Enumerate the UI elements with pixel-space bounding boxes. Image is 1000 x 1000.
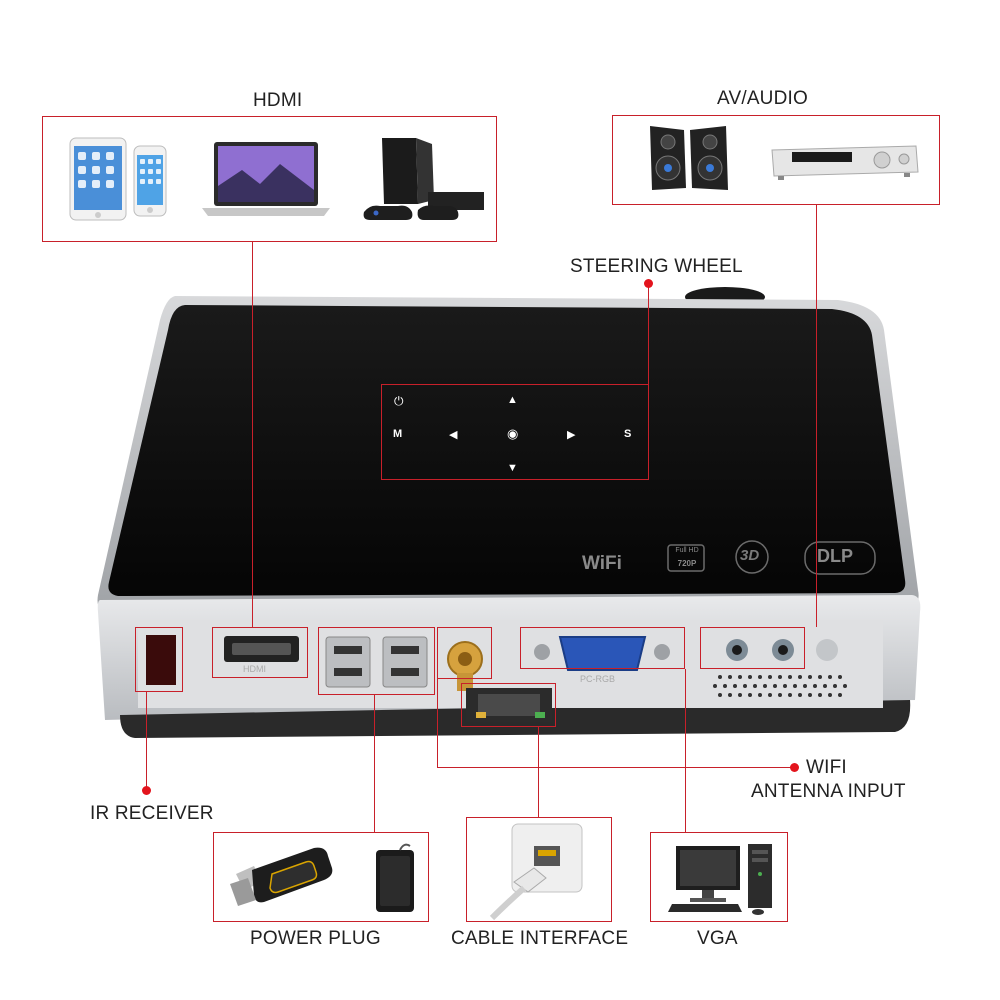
antenna-port-box (437, 627, 492, 679)
tablet-icon (69, 137, 127, 221)
hdmi-connector-line (252, 242, 254, 627)
external-hard-drive-icon (376, 843, 414, 912)
steering-wheel-connector-line (648, 285, 650, 384)
left-key-icon[interactable]: ◀ (449, 429, 458, 441)
av-audio-devices-box (612, 115, 940, 205)
laptop-icon (202, 142, 330, 216)
power-key-icon[interactable]: ⏻ (394, 394, 404, 408)
game-console-icon (363, 138, 484, 220)
wifi-label: WIFI (806, 757, 847, 778)
ir-port-box (135, 627, 183, 692)
full-hd-badge: Full HD (675, 547, 699, 554)
hd-720p-badge: 720P (677, 559, 697, 568)
up-key-icon[interactable]: ▲ (507, 394, 518, 406)
wifi-badge: WiFi (582, 553, 622, 574)
hdmi-port-label: HDMI (243, 664, 266, 674)
down-key-icon[interactable]: ▼ (507, 462, 518, 474)
antenna-connector-vertical (437, 679, 439, 768)
vga-devices-box (650, 832, 788, 922)
source-key[interactable]: S (624, 428, 632, 440)
ir-connector-line (146, 692, 148, 788)
ok-key-icon[interactable]: ◉ (507, 426, 519, 441)
av-audio-connector-line (816, 205, 818, 627)
av-receiver-icon (771, 145, 919, 180)
steering-wheel-label: STEERING WHEEL (570, 256, 743, 277)
ir-receiver-marker (142, 786, 151, 795)
vga-label: VGA (697, 928, 738, 949)
power-plug-label: POWER PLUG (250, 928, 381, 949)
cable-interface-devices-box (466, 817, 612, 922)
hdmi-port-box (212, 627, 308, 678)
ethernet-cable-icon (489, 823, 583, 921)
av-audio-label: AV/AUDIO (717, 88, 808, 109)
menu-key[interactable]: M (393, 428, 403, 440)
cable-connector-line (538, 727, 540, 817)
dlp-badge: DLP (817, 546, 853, 566)
wifi-antenna-marker (790, 763, 799, 772)
power-plug-devices-box (213, 832, 429, 922)
vga-port-box (520, 627, 685, 669)
3d-badge: 3D (740, 547, 760, 564)
usb-flash-drive-icon (230, 847, 333, 906)
antenna-connector-horizontal (437, 767, 793, 769)
power-connector-line (374, 695, 376, 832)
right-key-icon[interactable]: ▶ (567, 429, 576, 441)
speaker-icon (650, 126, 728, 190)
cable-interface-label: CABLE INTERFACE (451, 928, 629, 949)
steering-wheel-marker (644, 279, 653, 288)
usb-port-box (318, 627, 435, 695)
desktop-computer-icon (668, 844, 772, 915)
antenna-input-label: ANTENNA INPUT (751, 781, 906, 802)
steering-wheel-box (381, 384, 649, 480)
hdmi-label: HDMI (253, 90, 303, 111)
vga-connector-line (685, 669, 687, 832)
vga-port-label: PC-RGB (580, 674, 616, 684)
lan-port-box (461, 683, 556, 727)
ir-receiver-label: IR RECEIVER (90, 803, 214, 824)
audio-port-box (700, 627, 805, 669)
hdmi-devices-box (42, 116, 497, 242)
phone-icon (133, 145, 167, 217)
